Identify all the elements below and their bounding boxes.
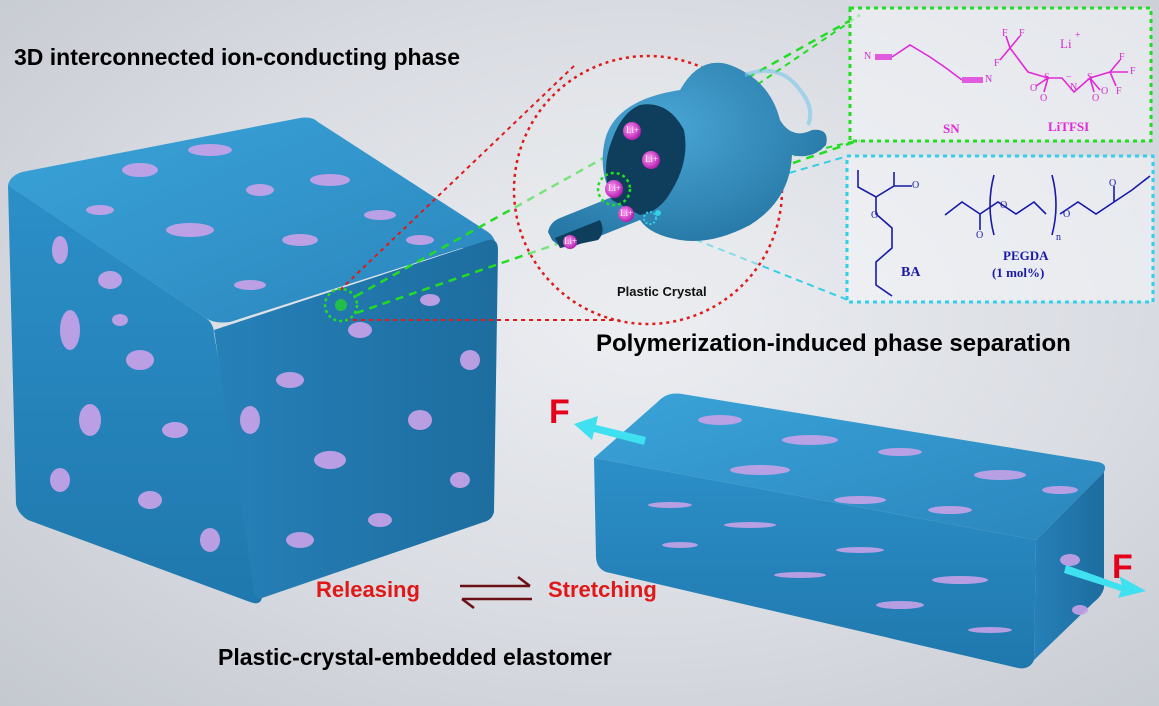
atom-n: N [864, 51, 872, 62]
li-ion-label: Li+ [645, 154, 659, 164]
atom-o: O [912, 180, 920, 191]
releasing-label: Releasing [316, 577, 420, 602]
atom-o: O [1109, 178, 1117, 189]
atom-f: F [1002, 28, 1008, 39]
force-arrows [574, 416, 1146, 598]
atom-f: F [1119, 52, 1125, 63]
ba-label: BA [901, 265, 921, 280]
ba-structure [857, 170, 912, 297]
atom-n: N [1070, 82, 1078, 93]
atom-plus: + [1075, 30, 1081, 41]
sn-label: SN [943, 121, 960, 136]
atom-li: Li [1060, 36, 1072, 51]
stretching-label: Stretching [548, 577, 657, 602]
atom-o: O [1040, 93, 1048, 104]
atom-o: O [1101, 86, 1109, 97]
pegda-structure [944, 174, 1151, 236]
equilibrium-arrows [460, 575, 532, 610]
elastomer-cube [8, 117, 498, 604]
plastic-crystal-inset [512, 54, 827, 326]
li-ion-label: Li+ [626, 125, 640, 135]
atom-minus: − [1066, 72, 1072, 83]
atom-f: F [1130, 66, 1136, 77]
atom-o: O [1030, 83, 1038, 94]
pegda-label: PEGDA [1003, 248, 1049, 263]
li-ion-label: Li+ [620, 208, 634, 218]
atom-s: S [1044, 72, 1050, 83]
stretched-elastomer [594, 393, 1106, 669]
plastic-crystal-label: Plastic Crystal [617, 284, 707, 299]
litfsi-structure [999, 35, 1128, 94]
atom-s: S [1087, 72, 1093, 83]
pips-title: Polymerization-induced phase separation [596, 330, 1071, 357]
sn-litfsi-box [848, 6, 1153, 143]
li-ion-label: Li+ [608, 183, 622, 193]
li-ion-label: Li+ [564, 236, 578, 246]
atom-o: O [1063, 209, 1071, 220]
pegda-concentration: (1 mol%) [992, 265, 1045, 280]
atom-o: O [976, 230, 984, 241]
atom-sub-n: n [1056, 232, 1061, 243]
atom-f: F [1116, 86, 1122, 97]
atom-o: O [1092, 93, 1100, 104]
atom-o: O [1000, 200, 1008, 211]
force-label-left: F [549, 393, 570, 431]
litfsi-label: LiTFSI [1048, 119, 1090, 134]
atom-f: F [1019, 28, 1025, 39]
elastomer-title: Plastic-crystal-embedded elastomer [218, 644, 612, 670]
force-label-right: F [1112, 548, 1133, 586]
ba-pegda-box [845, 154, 1155, 304]
ion-phase-title: 3D interconnected ion-conducting phase [14, 44, 460, 70]
atom-f: F [994, 58, 1000, 69]
atom-n: N [985, 74, 993, 85]
sn-structure [875, 44, 983, 83]
atom-o: O [871, 210, 879, 221]
